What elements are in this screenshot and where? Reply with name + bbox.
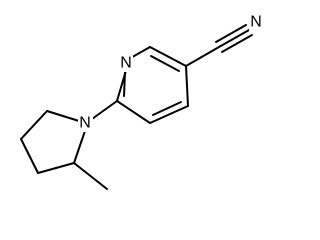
bond-c4p-c5p — [20, 110, 48, 140]
nitrile-nitrogen-label: N — [250, 14, 262, 31]
bond-n-c2p — [73, 127, 87, 164]
bond-triple-3 — [221, 34, 253, 53]
bond-c5p-n — [46, 110, 80, 122]
bond-c5-c6-inner — [150, 55, 180, 72]
bond-c3-c4-inner — [152, 101, 182, 116]
bond-c3p-c4p — [20, 138, 39, 174]
pyrrolidine-nitrogen-label: N — [79, 115, 91, 132]
bond-triple-2 — [215, 24, 247, 43]
nitrile-n-bg — [249, 13, 264, 31]
pyridine-nitrogen-label: N — [120, 55, 132, 72]
bond-triple-1 — [218, 29, 250, 48]
chemical-structure-diagram: N N N — [20, 13, 264, 190]
bond-c4-c5 — [185, 65, 189, 107]
pyrrolidine-n-bg — [78, 115, 93, 132]
bond-n1-c2-inner — [123, 71, 126, 97]
bond-methyl — [73, 162, 108, 190]
bond-c2-c3 — [116, 100, 151, 124]
bond-c3-c4 — [149, 105, 189, 124]
bond-c5-c6 — [149, 46, 187, 67]
bond-c2p-c3p — [37, 162, 75, 174]
bond-c2-pyrrolidine-n — [91, 100, 118, 120]
bond-c5-nitrile-c — [185, 46, 220, 67]
pyridine-n-bg — [119, 55, 133, 72]
